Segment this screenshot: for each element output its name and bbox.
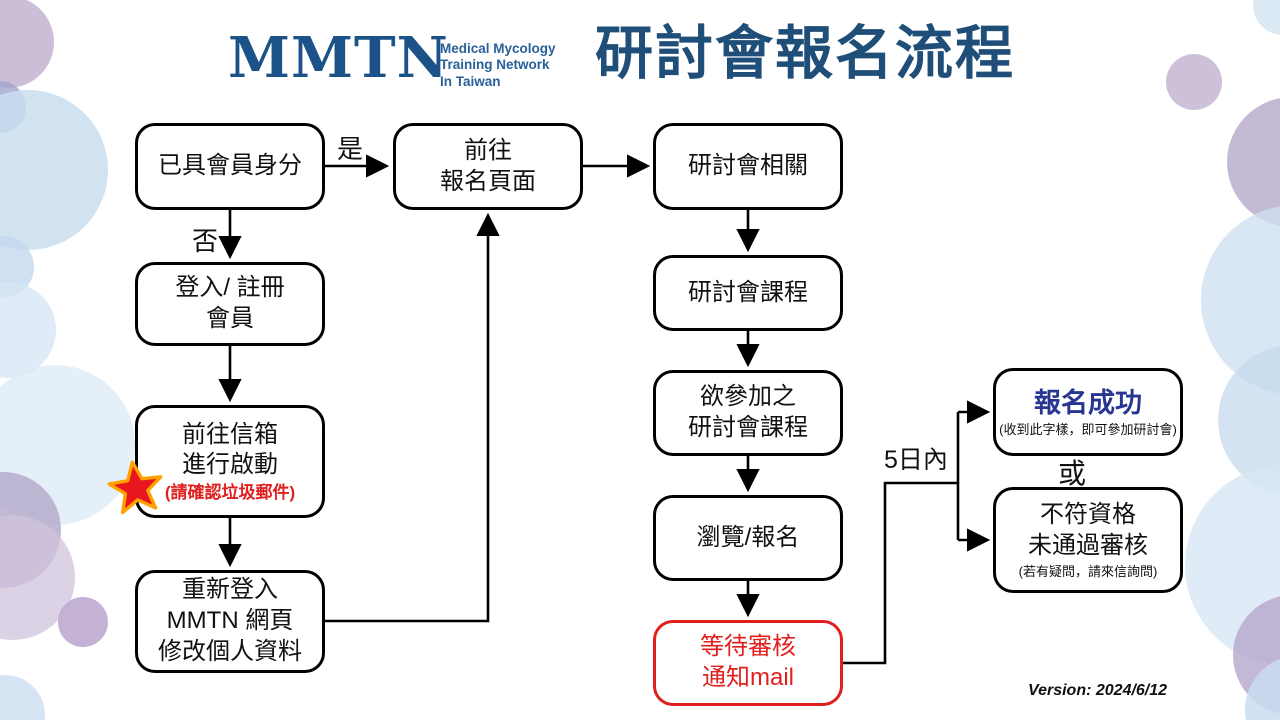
page-title: 研討會報名流程 xyxy=(595,21,1016,86)
node-label: 等待審核 xyxy=(700,633,796,661)
node-member-check: 已具會員身分 xyxy=(135,123,325,210)
decorative-circle xyxy=(1245,655,1280,720)
node-warning-note: (請確認垃圾郵件) xyxy=(164,483,296,503)
label-or: 或 xyxy=(1058,458,1087,489)
node-label: 研討會課程 xyxy=(688,414,808,441)
node-label: 已具會員身分 xyxy=(158,152,302,180)
node-label: MMTN 網頁 xyxy=(166,607,294,635)
decorative-circle xyxy=(1218,345,1280,495)
node-note: (若有疑問，請來信詢問) xyxy=(1018,563,1158,579)
node-label: 重新登入 xyxy=(182,576,278,604)
node-browse-register: 瀏覽/報名 xyxy=(653,495,843,581)
decorative-circle xyxy=(0,675,45,720)
node-label: 研討會課程 xyxy=(688,278,808,306)
decorative-circle xyxy=(0,472,61,588)
decorative-circle xyxy=(1166,54,1222,110)
node-label: 欲參加之 xyxy=(700,383,796,411)
label-yes: 是 xyxy=(337,134,364,164)
decorative-circle xyxy=(1233,595,1280,715)
node-label: 報名頁面 xyxy=(440,167,536,195)
node-label: 瀏覽/報名 xyxy=(696,523,800,551)
node-label: 通知mail xyxy=(701,664,794,691)
star-icon xyxy=(107,460,163,515)
node-activate-mail: 前往信箱 進行啟動 (請確認垃圾郵件) xyxy=(135,405,325,518)
node-seminar-related: 研討會相關 xyxy=(653,123,843,210)
node-note: (收到此字樣，即可參加研討會) xyxy=(999,422,1177,438)
node-relogin: 重新登入 MMTN 網頁 修改個人資料 xyxy=(135,570,325,673)
decorative-circle xyxy=(0,515,75,640)
node-rejected: 不符資格 未通過審核 (若有疑問，請來信詢問) xyxy=(993,487,1183,593)
decorative-circle xyxy=(0,81,26,133)
node-login-register: 登入/ 註冊 會員 xyxy=(135,262,325,346)
node-label: 不符資格 xyxy=(1040,501,1136,529)
decorative-circle xyxy=(1227,97,1280,227)
node-success: 報名成功 (收到此字樣，即可參加研討會) xyxy=(993,368,1183,456)
node-desired-course: 欲參加之 研討會課程 xyxy=(653,370,843,456)
node-label: 前往信箱 xyxy=(182,420,278,448)
tagline-line: Medical Mycology xyxy=(440,41,556,56)
decorative-circle xyxy=(0,282,56,378)
label-no: 否 xyxy=(192,226,219,256)
node-label: 修改個人資料 xyxy=(158,637,302,665)
node-label: 未通過審核 xyxy=(1028,532,1148,560)
decorative-circle xyxy=(58,597,108,647)
label-within-5-days: 5日內 xyxy=(884,446,948,474)
decorative-circle xyxy=(1185,465,1280,665)
decorative-circle xyxy=(1253,0,1280,35)
mmtn-logo: MMTN xyxy=(228,25,449,91)
version-text: Version: 2024/6/12 xyxy=(1028,682,1168,699)
node-label: 登入/ 註冊 xyxy=(175,274,285,302)
tagline-line: In Taiwan xyxy=(440,73,501,89)
decorative-circle xyxy=(0,90,108,250)
node-label: 報名成功 xyxy=(1034,387,1142,418)
node-label: 前往 xyxy=(464,136,512,164)
node-goto-registration: 前往 報名頁面 xyxy=(393,123,583,210)
tagline-line: Training Network xyxy=(440,57,550,73)
decorative-circle xyxy=(0,0,54,88)
decorative-circle xyxy=(0,236,34,298)
node-waiting-review: 等待審核 通知mail xyxy=(653,620,843,706)
node-label: 進行啟動 xyxy=(182,451,278,479)
node-label: 會員 xyxy=(206,305,254,332)
decorative-circle xyxy=(1201,205,1280,395)
node-seminar-course: 研討會課程 xyxy=(653,255,843,331)
logo-tagline: Medical Mycology Training Network In Tai… xyxy=(440,41,556,90)
node-label: 研討會相關 xyxy=(688,152,808,180)
